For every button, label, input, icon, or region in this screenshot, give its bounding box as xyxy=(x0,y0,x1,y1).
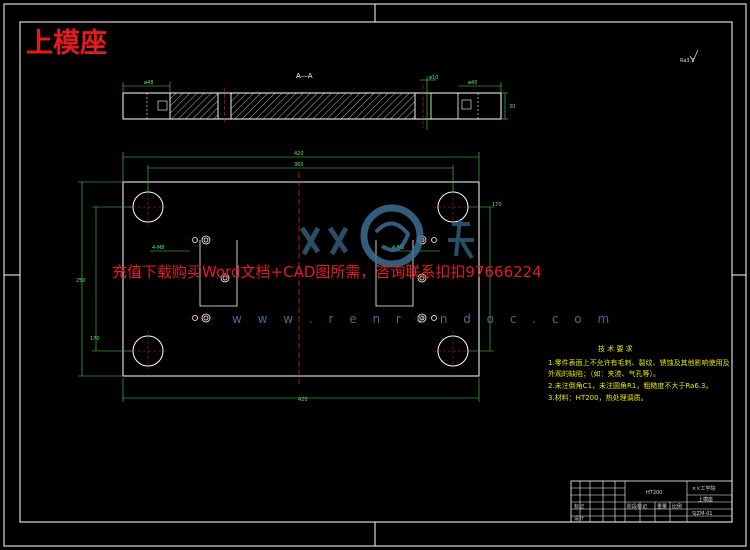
watermark: w w w . r e n r e n d o c . c o m xyxy=(232,204,615,326)
svg-text:比例: 比例 xyxy=(672,503,682,510)
svg-text:3.材料：HT200，热处理调质。: 3.材料：HT200，热处理调质。 xyxy=(548,393,648,402)
svg-text:4-M8: 4-M8 xyxy=(152,245,164,251)
svg-text:SJZM-01: SJZM-01 xyxy=(692,511,713,517)
svg-text:1.零件表面上不允许有毛刺、裂纹、锈蚀及其他影响使用及: 1.零件表面上不允许有毛刺、裂纹、锈蚀及其他影响使用及 xyxy=(548,358,730,367)
svg-text:技 术 要 求: 技 术 要 求 xyxy=(598,344,633,353)
inner-border xyxy=(19,21,733,523)
section-label: A—A xyxy=(296,72,313,80)
watermark-url: w w w . r e n r e n d o c . c o m xyxy=(232,312,615,326)
svg-text:170: 170 xyxy=(492,202,502,208)
technical-notes: 技 术 要 求 1.零件表面上不允许有毛刺、裂纹、锈蚀及其他影响使用及 外观的缺… xyxy=(548,344,730,402)
svg-text:30: 30 xyxy=(509,104,515,110)
svg-text:阶段标记: 阶段标记 xyxy=(627,503,647,510)
svg-text:360: 360 xyxy=(294,162,304,168)
svg-text:420: 420 xyxy=(294,151,304,157)
svg-text:ø10: ø10 xyxy=(429,75,438,81)
svg-text:上模座: 上模座 xyxy=(698,496,713,503)
centering-marks xyxy=(4,4,746,546)
svg-text:250: 250 xyxy=(76,278,86,284)
svg-text:ø40: ø40 xyxy=(468,80,477,86)
svg-text:2.未注倒角C1，未注圆角R1，粗糙度不大于Ra6.3。: 2.未注倒角C1，未注圆角R1，粗糙度不大于Ra6.3。 xyxy=(548,381,712,390)
svg-text:HT200: HT200 xyxy=(646,490,662,496)
svg-text:××工学院: ××工学院 xyxy=(692,485,715,492)
svg-text:外观的缺陷；（如：夹渣、气孔等）。: 外观的缺陷；（如：夹渣、气孔等）。 xyxy=(548,369,660,378)
drawing-title: 上模座 xyxy=(26,27,107,59)
svg-text:重量: 重量 xyxy=(657,503,667,510)
roughness-mark: Ra3.2 xyxy=(680,49,699,64)
download-overlay-text: 充值下载购买Word文档+CAD图所需，咨询联系扣扣97666224 xyxy=(112,263,542,281)
svg-text:420: 420 xyxy=(298,397,308,403)
title-block: HT200 ××工学院 上模座 SJZM-01 阶段标记 重量 比例 标记 设计 xyxy=(570,480,733,523)
svg-text:标记: 标记 xyxy=(574,503,584,510)
svg-text:170: 170 xyxy=(90,336,100,342)
svg-text:ø48: ø48 xyxy=(144,80,153,86)
svg-text:Ra3.2: Ra3.2 xyxy=(680,58,694,64)
svg-text:设计: 设计 xyxy=(574,515,584,522)
section-view: ø48 ø40 30 ø10 xyxy=(122,75,515,130)
